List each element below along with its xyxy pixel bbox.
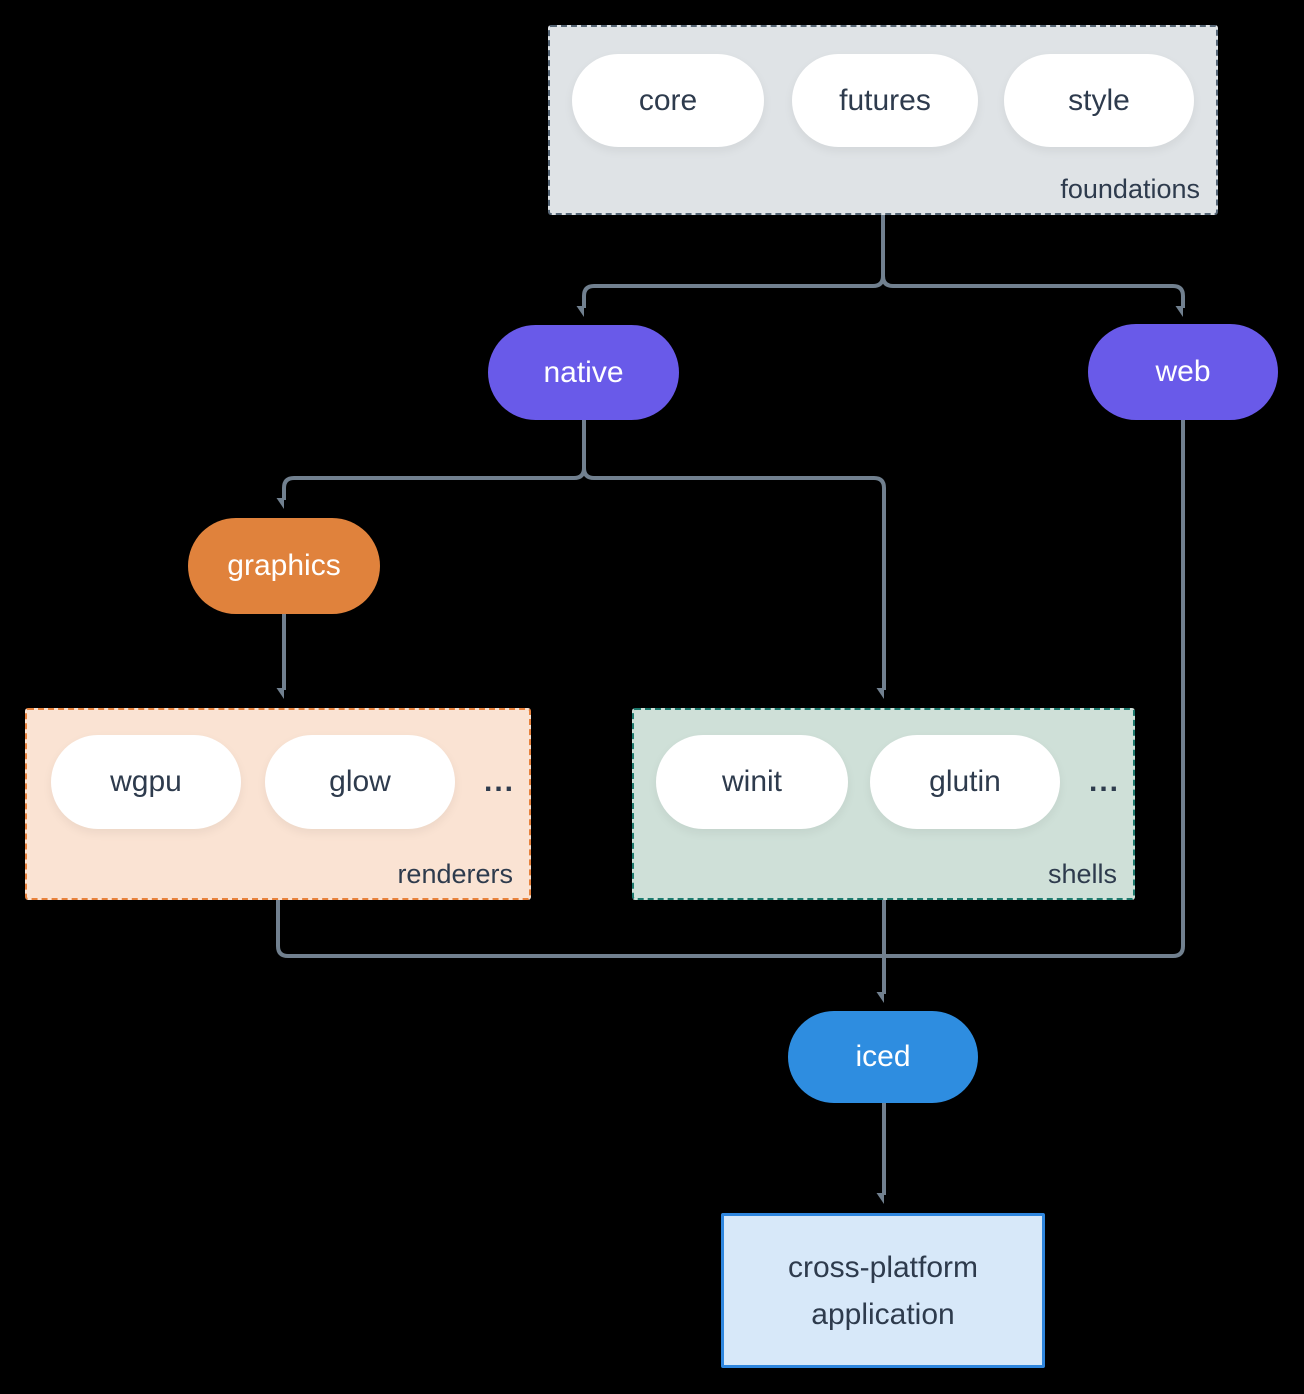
ellipsis-renderers: ... [483,765,515,798]
node-graphics: graphics [188,518,380,614]
crate-pill-style: style [1004,54,1194,147]
crate-pill-winit: winit [656,735,848,829]
edge-foundations-native [584,215,885,308]
crate-pill-glutin: glutin [870,735,1060,829]
crate-pill-wgpu: wgpu [51,735,241,829]
crate-pill-core: core [572,54,764,147]
group-renderers: wgpu glow ... renderers [25,708,531,900]
crate-pill-futures: futures [792,54,978,147]
node-web: web [1088,324,1278,420]
node-native: native [488,325,679,420]
edge-native-shells [582,420,886,690]
group-label-shells: shells [1047,859,1117,889]
group-shells: winit glutin ... shells [632,708,1135,900]
group-foundations: core futures style foundations [548,25,1218,215]
group-label-renderers: renderers [397,859,513,889]
edge-foundations-web [881,215,1185,308]
crate-pill-glow: glow [265,735,455,829]
edge-web-merge [884,420,1185,958]
node-iced: iced [788,1011,978,1103]
edge-renderers-merge [276,900,884,958]
ellipsis-shells: ... [1088,765,1120,798]
group-label-foundations: foundations [1060,174,1200,204]
node-cross-platform-application: cross-platform application [721,1213,1045,1368]
edge-native-graphics [284,420,586,500]
